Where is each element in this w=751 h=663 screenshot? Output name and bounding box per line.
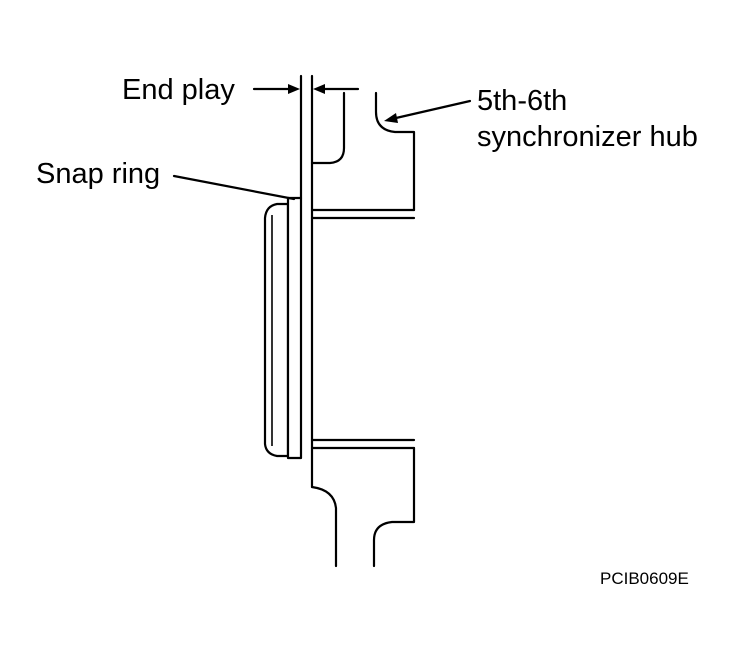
snap-ring-leader: [172, 174, 296, 201]
shaft: [299, 74, 314, 489]
snap-ring: [286, 196, 303, 460]
end-play-indicator: [252, 84, 360, 94]
figure-code: PCIB0609E: [600, 569, 689, 588]
hub-leader: [384, 99, 472, 123]
snap-ring-label: Snap ring: [36, 158, 160, 190]
synchronizer-hub-bore: [310, 208, 416, 450]
hub-label-line2: synchronizer hub: [477, 121, 698, 153]
bearing-collar: [263, 202, 290, 458]
end-play-label: End play: [122, 74, 235, 106]
end-play-right-arrowhead: [313, 84, 325, 94]
hub-label-line1: 5th-6th: [477, 85, 567, 117]
end-play-left-arrowhead: [288, 84, 300, 94]
gear-outline: [310, 91, 416, 568]
